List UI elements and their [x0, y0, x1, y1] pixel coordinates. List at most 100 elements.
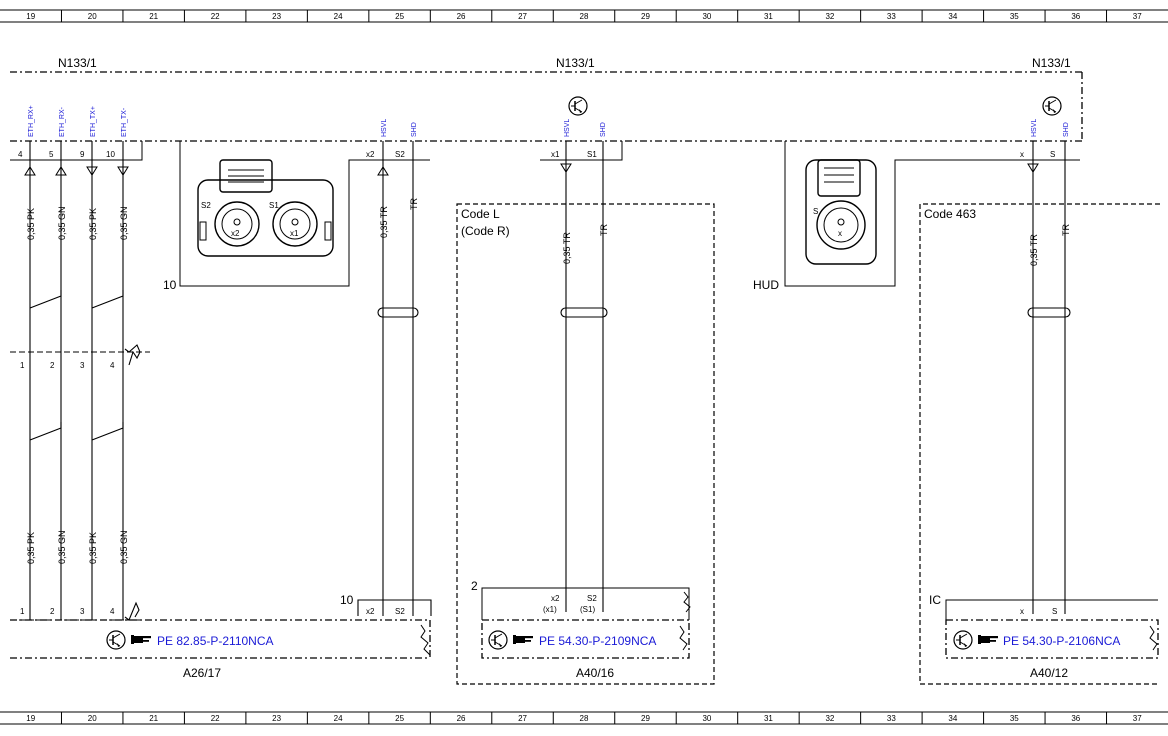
pointing-hand-icon: [513, 635, 533, 644]
a26-conn-number: 10: [340, 593, 354, 607]
code-r-label: (Code R): [461, 224, 510, 238]
grid-number: 33: [887, 714, 896, 723]
grid-number: 23: [272, 12, 281, 21]
grid-number: 21: [149, 12, 158, 21]
wire-tr-6: TR: [1061, 224, 1071, 236]
grid-number: 20: [88, 714, 97, 723]
a40-16-pin-x1: (x1): [543, 605, 557, 614]
grid-number: 31: [764, 714, 773, 723]
grid-number: 33: [887, 12, 896, 21]
splice-pin-1: 1: [20, 361, 25, 370]
grid-number: 35: [1010, 12, 1019, 21]
conn2-label-x: x: [838, 229, 842, 238]
wire-pk-3: 0,35 PK: [26, 532, 36, 564]
socket-lines: [10, 141, 1080, 287]
signal-hsvl-2: HSVL: [564, 119, 571, 137]
pin-s: S: [1050, 150, 1055, 159]
grid-number: 36: [1071, 714, 1080, 723]
code-463-box: [919, 203, 1160, 685]
pin-x1: x1: [551, 150, 560, 159]
grid-number: 29: [641, 714, 650, 723]
grid-number: 25: [395, 714, 404, 723]
a40-12-name: A40/12: [1030, 666, 1068, 680]
wire-gn-2: 0,35 GN: [119, 206, 129, 240]
grid-number: 21: [149, 714, 158, 723]
a40-16-ref-link[interactable]: PE 54.30-P-2109NCA: [539, 634, 656, 648]
grid-number: 30: [702, 714, 711, 723]
signal-shd-1: SHD: [411, 122, 418, 137]
signal-eth-rx-plus: ETH_RX+: [28, 105, 35, 137]
grid-number: 22: [211, 714, 220, 723]
pin-s1: S1: [587, 150, 597, 159]
grid-number: 19: [26, 12, 35, 21]
grid-number: 32: [825, 714, 834, 723]
a40-16-pin-x2: x2: [551, 594, 560, 603]
wire-tr-2: TR: [409, 198, 419, 210]
a26-name: A26/17: [183, 666, 221, 680]
module-n133-outline: [10, 71, 1083, 142]
pointing-hand-icon: [978, 635, 998, 644]
a26-pin-3: 3: [80, 607, 85, 616]
conn1-label-x2: x2: [231, 229, 240, 238]
grid-number: 36: [1071, 12, 1080, 21]
signal-hsvl-3: HSVL: [1031, 119, 1038, 137]
grid-number: 30: [702, 12, 711, 21]
grid-number: 19: [26, 714, 35, 723]
far-signals: HSVL SHD x S 0,35 TR TR: [1020, 119, 1071, 614]
grid-number: 34: [948, 714, 957, 723]
a26-pin-1: 1: [20, 607, 25, 616]
conn1-label-x1: x1: [290, 229, 299, 238]
connector-label-hud: HUD: [753, 278, 779, 292]
conn2-label-s: S: [813, 207, 818, 216]
grid-number: 35: [1010, 714, 1019, 723]
connector-number-10: 10: [163, 278, 177, 292]
grid-number: 26: [457, 714, 466, 723]
component-a40-16: 2 x2 S2 (x1) (S1) PE 54.30-P-2109NCA A40…: [471, 579, 691, 680]
connector-image-2: [805, 159, 877, 265]
wire-tr-3: 0,35 TR: [562, 232, 572, 264]
splice-pin-2: 2: [50, 361, 55, 370]
component-a40-12: IC x S PE 54.30-P-2106NCA A40/12: [929, 593, 1159, 680]
connector-image-1: [197, 159, 334, 257]
pin-x: x: [1020, 150, 1024, 159]
pin-9: 9: [80, 150, 85, 159]
grid-number: 34: [948, 12, 957, 21]
a40-12-pin-s: S: [1052, 607, 1057, 616]
grid-number: 28: [580, 714, 589, 723]
grid-number: 26: [457, 12, 466, 21]
grid-number: 31: [764, 12, 773, 21]
code-463-label: Code 463: [924, 207, 976, 221]
a26-pin-4: 4: [110, 607, 115, 616]
grid-number: 28: [580, 12, 589, 21]
wire-gn-1: 0,35 GN: [57, 206, 67, 240]
splice-pin-3: 3: [80, 361, 85, 370]
grid-number: 32: [825, 12, 834, 21]
pointing-hand-icon: [131, 635, 151, 644]
wire-tr-1: 0,35 TR: [379, 206, 389, 238]
wire-pk-2: 0,35 PK: [88, 208, 98, 240]
pin-10: 10: [106, 150, 115, 159]
pin-5: 5: [49, 150, 54, 159]
grid-number: 25: [395, 12, 404, 21]
a26-conn-pin-s2: S2: [395, 607, 405, 616]
wire-gn-4: 0,35 GN: [119, 530, 129, 564]
signal-eth-tx-minus: ETH_TX-: [121, 107, 128, 137]
a40-12-pin-x: x: [1020, 607, 1024, 616]
signal-eth-rx-minus: ETH_RX-: [59, 106, 66, 137]
a26-pin-2: 2: [50, 607, 55, 616]
grid-number: 37: [1133, 714, 1142, 723]
module-label-3: N133/1: [1032, 56, 1071, 70]
grid-number: 37: [1133, 12, 1142, 21]
grid-number: 27: [518, 714, 527, 723]
a40-16-conn-number: 2: [471, 579, 478, 593]
wire-gn-3: 0,35 GN: [57, 530, 67, 564]
code-l-label: Code L: [461, 207, 500, 221]
a40-12-ref-link[interactable]: PE 54.30-P-2106NCA: [1003, 634, 1120, 648]
wire-pk-4: 0,35 PK: [88, 532, 98, 564]
a26-ref-link[interactable]: PE 82.85-P-2110NCA: [157, 634, 274, 648]
grid-number: 20: [88, 12, 97, 21]
wire-tr-5: 0,35 TR: [1029, 234, 1039, 266]
grid-number: 24: [334, 12, 343, 21]
